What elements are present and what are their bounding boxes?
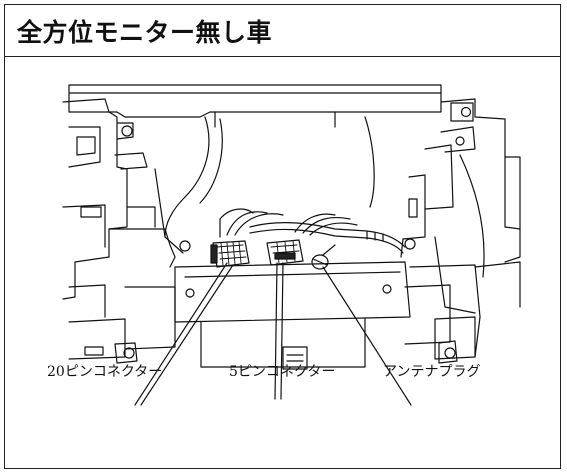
callout-antenna-plug: アンテナプラグ: [383, 364, 481, 380]
20-pin-connector: [210, 240, 250, 268]
page-title: 全方位モニター無し車: [17, 18, 273, 47]
title-bar: 全方位モニター無し車: [5, 5, 560, 57]
callout-20-pin-connector: 20ピンコネクター: [47, 364, 163, 380]
wiring-harness: [219, 208, 406, 254]
figure-frame: 全方位モニター無し車: [4, 4, 561, 469]
right-mounting-bracket: [364, 98, 521, 314]
antenna-plug: [311, 244, 336, 270]
center-housing: [68, 261, 521, 370]
left-mounting-bracket: [62, 98, 223, 300]
callout-5-pin-connector: 5ピンコネクター: [229, 364, 336, 380]
5-pin-connector: [266, 239, 304, 266]
leader-lines: [134, 262, 412, 406]
installation-diagram: [62, 84, 521, 406]
dashboard-top-panel: [68, 84, 442, 128]
